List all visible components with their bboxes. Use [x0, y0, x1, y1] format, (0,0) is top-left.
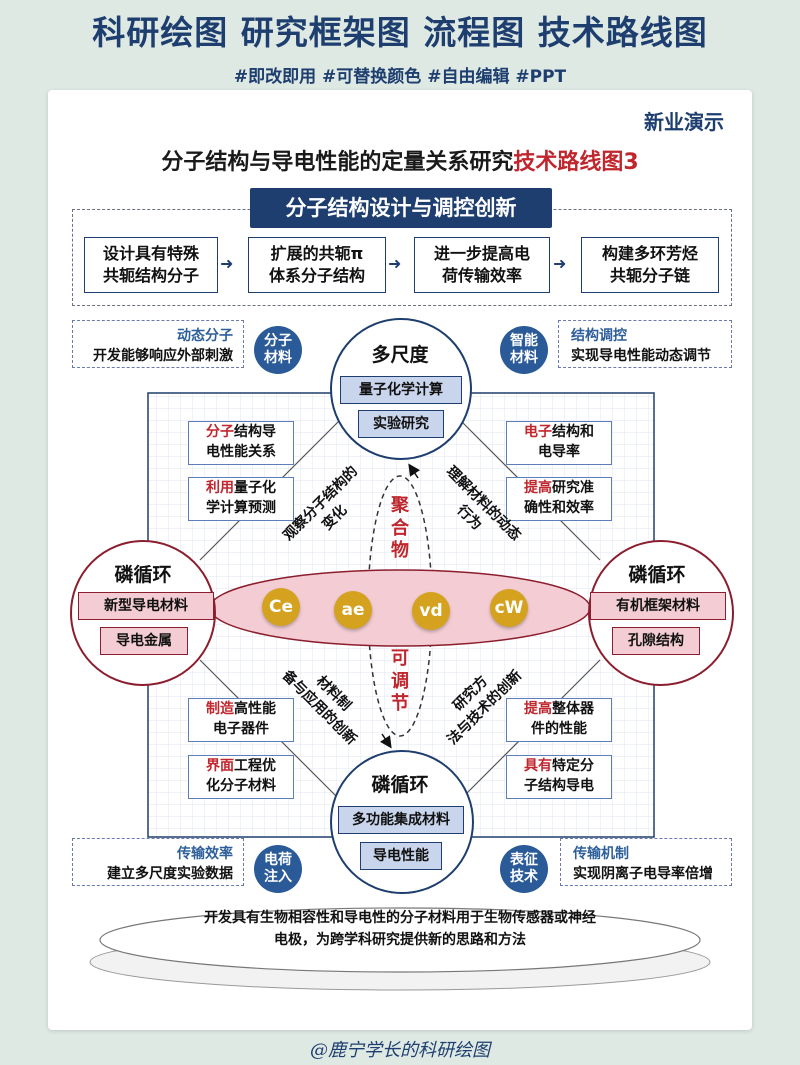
token-ae: ae: [334, 591, 372, 629]
feature-highlight: 具有: [524, 758, 552, 775]
token-vd: vd: [412, 592, 450, 630]
feature-highlight: 界面: [206, 758, 234, 775]
corner-box-bottom-right-text: 实现阴离子电导率倍增: [573, 866, 713, 882]
author-signature: @鹿宁学长的科研绘图: [310, 1040, 490, 1061]
token-ce: Ce: [262, 588, 300, 626]
tag-line: #即改即用 #可替换颜色 #自由编辑 #PPT: [233, 67, 567, 87]
node-right-item-1: 有机框架材料: [590, 592, 726, 620]
node-bottom-title: 磷循环: [371, 774, 429, 796]
flow-step-1: 设计具有特殊 共轭结构分子: [84, 237, 218, 293]
corner-box-top-left-text: 开发能够响应外部刺激: [93, 348, 233, 364]
arrow-right-icon: ➜: [220, 254, 234, 273]
feature-box-upper-right-2: 提高研究准 确性和效率: [506, 477, 612, 521]
feature-text: 结构和 电导率: [538, 424, 594, 460]
feature-text: 结构导 电性能关系: [206, 424, 276, 460]
corner-box-bottom-right-title: 传输机制: [573, 846, 629, 862]
section-label: 分子结构设计与调控创新: [250, 188, 552, 228]
node-left-item-1: 新型导电材料: [78, 592, 214, 620]
vertical-label-bottom: 可 调 节: [391, 648, 409, 714]
node-top-title: 多尺度: [371, 344, 429, 366]
node-bottom-item-1: 多功能集成材料: [338, 806, 464, 834]
node-top-item-2: 实验研究: [358, 410, 444, 438]
feature-box-upper-left-2: 利用量子化 学计算预测: [188, 477, 294, 521]
poster-title: 科研绘图 研究框架图 流程图 技术路线图: [92, 13, 708, 52]
brand-label: 新业演示: [644, 110, 724, 134]
feature-highlight: 利用: [206, 480, 234, 497]
corner-box-bottom-left-text: 建立多尺度实验数据: [107, 866, 233, 882]
corner-box-bottom-right: 传输机制 实现阴离子电导率倍增: [560, 838, 732, 886]
feature-text: 整体器 件的性能: [531, 701, 594, 737]
arrow-right-icon: ➜: [388, 254, 402, 273]
corner-circle-bottom-right: 表征 技术: [500, 845, 548, 893]
diagram-title-highlight: 技术路线图3: [513, 150, 639, 175]
arrow-right-icon: ➜: [553, 254, 567, 273]
corner-box-top-left: 动态分子 开发能够响应外部刺激: [72, 320, 244, 368]
feature-text: 工程优 化分子材料: [206, 758, 276, 794]
node-bottom-item-2: 导电性能: [360, 842, 442, 870]
corner-box-top-right: 结构调控 实现导电性能动态调节: [558, 320, 732, 368]
corner-box-top-right-title: 结构调控: [571, 328, 627, 344]
flow-step-3: 进一步提高电 荷传输效率: [414, 237, 550, 293]
node-left-title: 磷循环: [114, 564, 172, 586]
feature-highlight: 电子: [524, 424, 552, 441]
node-right-title: 磷循环: [628, 564, 686, 586]
corner-circle-bottom-left: 电荷 注入: [254, 845, 302, 893]
corner-circle-top-left: 分子 材料: [254, 326, 302, 374]
corner-box-top-left-title: 动态分子: [177, 328, 233, 344]
diagram-title: 分子结构与导电性能的定量关系研究技术路线图3: [0, 144, 800, 176]
corner-circle-top-right: 智能 材料: [500, 326, 548, 374]
feature-text: 高性能 电子器件: [213, 701, 276, 737]
flow-step-2: 扩展的共轭π 体系分子结构: [248, 237, 386, 293]
feature-highlight: 分子: [206, 424, 234, 441]
token-cw: cW: [490, 589, 528, 627]
bottom-ellipse-inner: [99, 907, 701, 973]
flow-step-4: 构建多环芳烃 共轭分子链: [581, 237, 719, 293]
corner-box-bottom-left-title: 传输效率: [177, 846, 233, 862]
node-right-item-2: 孔隙结构: [612, 627, 700, 655]
feature-box-upper-left-1: 分子结构导 电性能关系: [188, 421, 294, 465]
feature-highlight: 提高: [524, 480, 552, 497]
vertical-label-top: 聚 合 物: [391, 495, 409, 561]
feature-highlight: 制造: [206, 701, 234, 718]
conclusion-text: 开发具有生物相容性和导电性的分子材料用于生物传感器或神经 电极，为跨学科研究提供…: [204, 910, 596, 948]
node-top-item-1: 量子化学计算: [340, 376, 462, 404]
feature-text: 特定分 子结构导电: [524, 758, 594, 794]
feature-box-upper-right-1: 电子结构和 电导率: [506, 421, 612, 465]
feature-text: 研究准 确性和效率: [524, 480, 594, 516]
feature-box-lower-left-2: 界面工程优 化分子材料: [188, 755, 294, 799]
feature-text: 量子化 学计算预测: [206, 480, 276, 516]
feature-box-lower-right-1: 提高整体器 件的性能: [506, 698, 612, 742]
corner-box-bottom-left: 传输效率 建立多尺度实验数据: [72, 838, 244, 886]
corner-box-top-right-text: 实现导电性能动态调节: [571, 348, 711, 364]
diagram-title-main: 分子结构与导电性能的定量关系研究: [161, 150, 514, 175]
node-left-item-2: 导电金属: [100, 627, 188, 655]
feature-box-lower-right-2: 具有特定分 子结构导电: [506, 755, 612, 799]
feature-box-lower-left-1: 制造高性能 电子器件: [188, 698, 294, 742]
feature-highlight: 提高: [524, 701, 552, 718]
